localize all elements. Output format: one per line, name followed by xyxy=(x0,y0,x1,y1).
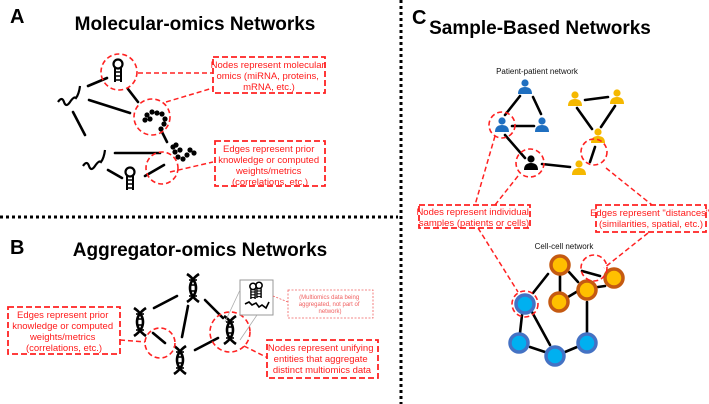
patient-icon xyxy=(572,160,586,175)
patient-icon xyxy=(518,79,532,94)
dna-icon xyxy=(185,272,201,304)
protein-icon xyxy=(142,109,168,132)
aggregated-note: (Multiomics data being aggregated, not p… xyxy=(299,295,361,315)
panel-c-title: Sample-Based Networks xyxy=(429,18,651,39)
panel-b-letter: B xyxy=(10,237,24,259)
cell-node xyxy=(576,279,598,301)
patient-network-label: Patient-patient network xyxy=(496,67,579,76)
patient-icon xyxy=(495,117,509,132)
panel-c-nodes-note: Nodes represent individual samples (pati… xyxy=(416,207,531,229)
panel-a-edges-note: Edges represent prior knowledge or compu… xyxy=(218,144,322,188)
panel-a-letter: A xyxy=(10,6,24,28)
panel-a-edges xyxy=(71,76,169,180)
patient-icon xyxy=(610,89,624,104)
edge-highlight-circle xyxy=(580,138,608,166)
mirna-hairpin-icon xyxy=(112,58,124,84)
cell-network-edges xyxy=(518,269,607,354)
node-highlight-circle xyxy=(133,98,171,136)
panel-a-edges-note-box xyxy=(214,140,326,187)
panel-c-edges-note: Edges represent "distances" (similaritie… xyxy=(590,208,709,230)
edge-highlight-circle xyxy=(144,327,176,359)
cell-node xyxy=(548,291,570,313)
mrna-icon xyxy=(81,148,107,171)
cell-node xyxy=(544,345,566,367)
panel-b-nodes-note: Nodes represent unifying entities that a… xyxy=(268,343,376,376)
panel-a: A Molecular-omics Networks Nodes represe xyxy=(10,6,328,192)
edge-highlight-circle xyxy=(145,151,179,185)
panel-b-edges xyxy=(151,294,225,352)
panel-b-nodes-note-box xyxy=(266,339,379,379)
cell-node xyxy=(603,267,625,289)
cell-node xyxy=(508,332,530,354)
cell-node xyxy=(549,254,571,276)
dna-icon xyxy=(172,344,188,376)
multiomics-icon xyxy=(244,281,270,310)
node-highlight-circle xyxy=(100,53,138,91)
node-highlight-circle xyxy=(488,111,516,139)
panel-a-title: Molecular-omics Networks xyxy=(75,14,316,35)
panel-b-edges-note: Edges represent prior knowledge or compu… xyxy=(12,310,116,354)
panel-b-title: Aggregator-omics Networks xyxy=(73,240,327,261)
panel-b: B Aggregator-omics Networks (Multiomics … xyxy=(7,237,379,379)
patient-icon xyxy=(535,117,549,132)
panel-b-edges-note-box xyxy=(7,306,121,355)
node-highlight-circle xyxy=(515,148,545,178)
patient-icon xyxy=(591,128,605,143)
node-highlight-circle xyxy=(209,311,251,353)
patient-icon xyxy=(568,91,582,106)
mirna-hairpin-icon xyxy=(124,166,136,192)
cell-node xyxy=(576,332,598,354)
panel-c-nodes-note-box xyxy=(418,204,531,229)
patient-network-edges xyxy=(503,94,617,169)
panel-a-nodes-note: Nodes represent molecular omics (miRNA, … xyxy=(211,60,328,93)
node-highlight-circle xyxy=(511,290,539,318)
cell-network-label: Cell-cell network xyxy=(535,242,595,251)
panel-a-nodes-note-box xyxy=(212,56,326,94)
panel-c-edges-note-box xyxy=(595,204,707,233)
cell-node xyxy=(514,293,536,315)
aggregated-note-box xyxy=(287,289,374,319)
mrna-icon xyxy=(56,84,82,107)
dna-icon xyxy=(132,306,148,338)
panel-c-letter: C xyxy=(412,7,426,29)
protein-icon xyxy=(170,142,197,162)
edge-highlight-circle xyxy=(580,254,608,282)
panel-c: C Sample-Based Networks Patient-patient … xyxy=(412,7,709,367)
